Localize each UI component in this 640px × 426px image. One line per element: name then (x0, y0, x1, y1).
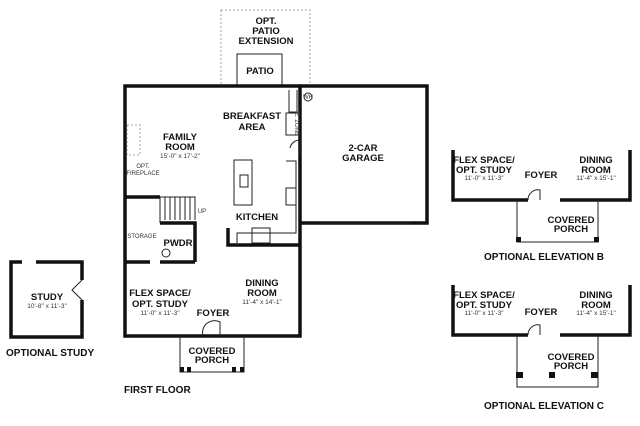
elevation-c-title: OPTIONAL ELEVATION C (484, 401, 604, 412)
kitchen-counter (236, 160, 297, 243)
flex-space-dim: 11'-0" x 11'-3" (140, 310, 180, 317)
e-zone-label: E. ZONE (293, 112, 299, 136)
kitchen-wall (226, 228, 300, 247)
flex-space-label: FLEX SPACE/ (129, 288, 191, 299)
elevation-b-title: OPTIONAL ELEVATION B (484, 252, 604, 263)
svg-text:GARAGE: GARAGE (342, 153, 384, 164)
family-room-dim: 15'-0" x 17'-2" (160, 153, 201, 160)
dining-room-label: DINING (245, 278, 278, 289)
svg-text:PORCH: PORCH (554, 361, 588, 372)
stairs-up-label: UP (198, 209, 206, 215)
optional-study-title: OPTIONAL STUDY (6, 348, 94, 359)
porch-outline (179, 336, 245, 373)
sink (239, 174, 249, 188)
powder-room-label: PWDR (163, 238, 192, 249)
stairs (159, 196, 196, 223)
front-door-swing[interactable] (202, 320, 221, 337)
study-dim: 10'-8" x 11'-3" (27, 303, 67, 310)
svg-text:OPT. STUDY: OPT. STUDY (456, 165, 513, 176)
first-floor-plan: OPT. PATIO EXTENSION PATIO BREAKFAST ARE… (123, 9, 429, 396)
elev-b-porch (516, 200, 599, 243)
svg-text:ROOM: ROOM (581, 300, 611, 311)
elev-b-door (527, 189, 541, 201)
patio-label: PATIO (246, 66, 274, 77)
interior-walls (125, 195, 197, 264)
svg-text:FLEX SPACE/: FLEX SPACE/ (453, 290, 515, 301)
kitchen-label: KITCHEN (236, 212, 278, 223)
porch-label: COVERED (189, 346, 236, 357)
opt-fireplace-outline (126, 124, 141, 156)
garage-door-swing (289, 139, 301, 155)
svg-text:FLEX SPACE/: FLEX SPACE/ (453, 155, 515, 166)
svg-text:ROOM: ROOM (165, 142, 195, 153)
family-room-label: FAMILY (163, 132, 198, 143)
opt-patio-label: OPT. (255, 16, 276, 27)
toilet-icon (161, 248, 171, 258)
svg-text:OPT. STUDY: OPT. STUDY (456, 300, 513, 311)
first-floor-title: FIRST FLOOR (124, 385, 191, 396)
cooktop (285, 187, 297, 206)
svg-text:DINING: DINING (579, 290, 612, 301)
svg-text:DINING: DINING (579, 155, 612, 166)
range (251, 227, 271, 244)
svg-text:COVERED: COVERED (548, 215, 595, 226)
svg-text:FOYER: FOYER (525, 170, 558, 181)
svg-text:FOYER: FOYER (525, 307, 558, 318)
svg-text:11'-4" x 15'-1": 11'-4" x 15'-1" (576, 175, 616, 182)
wh-label: WH (303, 95, 313, 101)
svg-text:COVERED: COVERED (548, 352, 595, 363)
garage-label: 2-CAR (348, 143, 377, 154)
storage-label: STORAGE (127, 234, 156, 240)
optional-study-plan: STUDY 10'-8" x 11'-3" OPTIONAL STUDY (6, 260, 94, 359)
fireplace-label: OPT. (136, 164, 150, 170)
elevation-b-plan: FLEX SPACE/ OPT. STUDY 11'-0" x 11'-3" F… (451, 150, 632, 263)
svg-text:PORCH: PORCH (554, 224, 588, 235)
study-walls (9, 260, 84, 339)
house-exterior-walls (123, 84, 302, 338)
svg-text:ROOM: ROOM (247, 288, 277, 299)
kitchen-island (233, 159, 253, 206)
svg-text:11'-0" x 11'-3": 11'-0" x 11'-3" (464, 310, 504, 317)
svg-text:FIREPLACE: FIREPLACE (126, 171, 159, 177)
study-label: STUDY (31, 292, 64, 303)
svg-text:ROOM: ROOM (581, 165, 611, 176)
svg-text:PORCH: PORCH (195, 355, 229, 366)
elev-b-walls (451, 150, 632, 202)
svg-text:PATIO: PATIO (252, 26, 280, 37)
svg-text:OPT. STUDY: OPT. STUDY (132, 299, 189, 310)
svg-text:11'-0" x 11'-3": 11'-0" x 11'-3" (464, 175, 504, 182)
e-zone-closet (285, 90, 300, 136)
svg-text:11'-4" x 15'-1": 11'-4" x 15'-1" (576, 310, 616, 317)
elev-c-porch (516, 335, 599, 388)
water-heater-icon (303, 92, 313, 102)
study-bifold-door (71, 279, 83, 301)
svg-text:AREA: AREA (239, 122, 266, 133)
foyer-label: FOYER (197, 308, 230, 319)
elevation-c-plan: FLEX SPACE/ OPT. STUDY 11'-0" x 11'-3" F… (451, 285, 632, 412)
breakfast-label: BREAKFAST (223, 111, 281, 122)
elev-c-walls (451, 285, 632, 337)
elev-c-door (527, 324, 541, 336)
svg-text:EXTENSION: EXTENSION (239, 36, 294, 47)
dining-room-dim: 11'-4" x 14'-1" (242, 299, 282, 306)
